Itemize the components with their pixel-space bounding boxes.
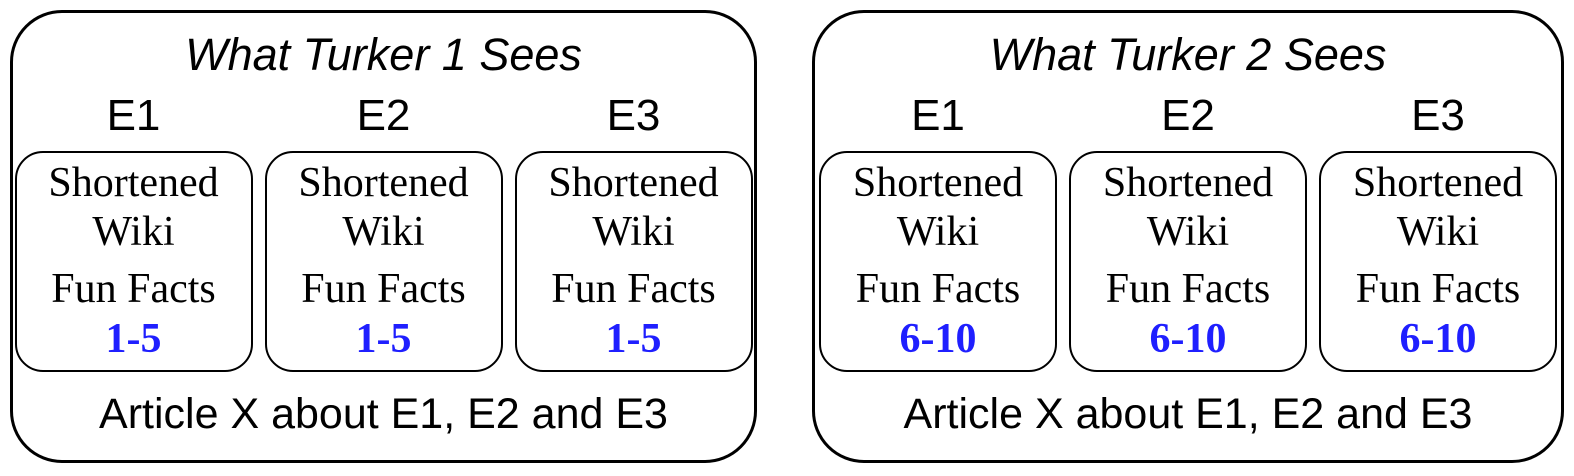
columns-row: E1 Shortened Wiki Fun Facts 6-10 E2 Shor… xyxy=(819,91,1557,372)
column-e1: E1 Shortened Wiki Fun Facts 1-5 xyxy=(14,91,253,372)
article-footer: Article X about E1, E2 and E3 xyxy=(903,390,1473,438)
fun-facts-box: Shortened Wiki Fun Facts 6-10 xyxy=(1069,151,1307,372)
turker-2-panel: What Turker 2 Sees E1 Shortened Wiki Fun… xyxy=(812,10,1564,463)
fun-facts-box: Shortened Wiki Fun Facts 6-10 xyxy=(1319,151,1557,372)
fun-facts-box: Shortened Wiki Fun Facts 1-5 xyxy=(514,151,753,372)
shortened-wiki-text: Shortened Wiki xyxy=(852,160,1024,255)
fact-range-text: 6-10 xyxy=(1399,316,1477,363)
column-e2: E2 Shortened Wiki Fun Facts 6-10 xyxy=(1069,91,1307,372)
panel-title: What Turker 1 Sees xyxy=(185,29,582,80)
shortened-wiki-text: Shortened Wiki xyxy=(548,160,719,255)
fun-facts-box: Shortened Wiki Fun Facts 1-5 xyxy=(264,151,503,372)
entity-label: E3 xyxy=(606,91,661,140)
entity-label: E2 xyxy=(1161,91,1215,140)
fun-facts-text: Fun Facts xyxy=(551,266,716,312)
shortened-wiki-text: Shortened Wiki xyxy=(1352,160,1524,255)
entity-label: E1 xyxy=(911,91,965,140)
panel-title: What Turker 2 Sees xyxy=(989,29,1387,80)
fun-facts-box: Shortened Wiki Fun Facts 1-5 xyxy=(14,151,253,372)
turker-1-panel: What Turker 1 Sees E1 Shortened Wiki Fun… xyxy=(10,10,757,463)
article-footer: Article X about E1, E2 and E3 xyxy=(99,390,668,438)
columns-row: E1 Shortened Wiki Fun Facts 1-5 E2 Short… xyxy=(14,91,753,372)
shortened-wiki-text: Shortened Wiki xyxy=(1102,160,1274,255)
shortened-wiki-text: Shortened Wiki xyxy=(298,160,469,255)
fun-facts-text: Fun Facts xyxy=(1105,266,1271,312)
shortened-wiki-text: Shortened Wiki xyxy=(48,160,219,255)
fun-facts-text: Fun Facts xyxy=(51,266,216,312)
column-e1: E1 Shortened Wiki Fun Facts 6-10 xyxy=(819,91,1057,372)
fun-facts-text: Fun Facts xyxy=(855,266,1021,312)
fact-range-text: 1-5 xyxy=(355,316,412,363)
fact-range-text: 6-10 xyxy=(1149,316,1227,363)
column-e3: E3 Shortened Wiki Fun Facts 6-10 xyxy=(1319,91,1557,372)
fact-range-text: 6-10 xyxy=(899,316,977,363)
entity-label: E3 xyxy=(1411,91,1465,140)
fun-facts-text: Fun Facts xyxy=(1355,266,1521,312)
fun-facts-box: Shortened Wiki Fun Facts 6-10 xyxy=(819,151,1057,372)
fun-facts-text: Fun Facts xyxy=(301,266,466,312)
entity-label: E1 xyxy=(106,91,161,140)
column-e3: E3 Shortened Wiki Fun Facts 1-5 xyxy=(514,91,753,372)
fact-range-text: 1-5 xyxy=(105,316,162,363)
fact-range-text: 1-5 xyxy=(605,316,662,363)
entity-label: E2 xyxy=(356,91,411,140)
column-e2: E2 Shortened Wiki Fun Facts 1-5 xyxy=(264,91,503,372)
